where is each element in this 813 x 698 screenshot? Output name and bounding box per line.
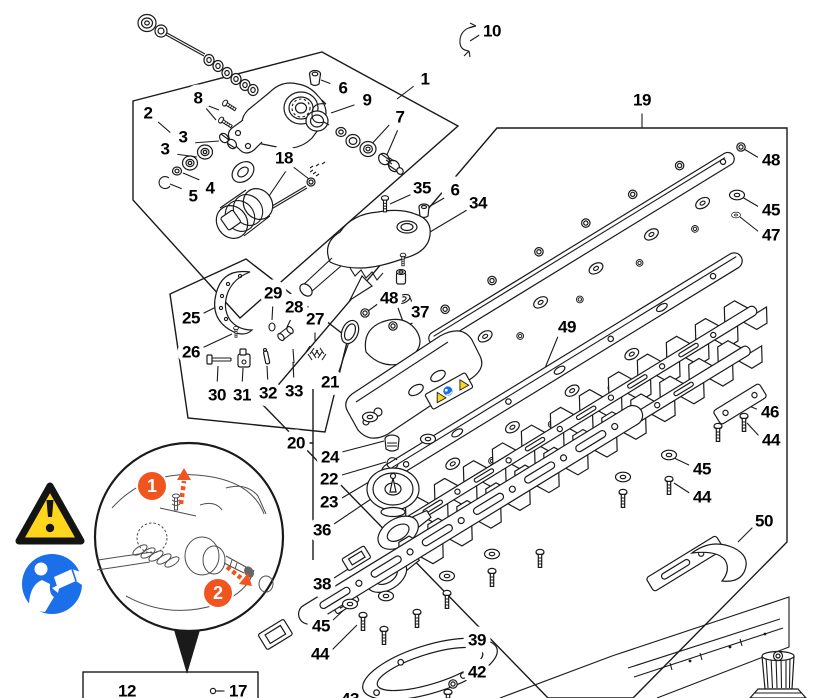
eccentric-drive <box>361 411 437 518</box>
part-callout-50: 50 <box>750 507 778 535</box>
part-callout-20: 20 <box>282 429 310 457</box>
cap-24 <box>384 434 400 452</box>
blade-tip-guard-50 <box>646 535 747 592</box>
part-callout-26: 26 <box>177 338 205 366</box>
support-bar-49 <box>381 252 743 481</box>
part-callout-10: 10 <box>478 17 506 45</box>
read-manual-icon <box>22 554 89 614</box>
part-callout-44-a: 44 <box>306 640 334 668</box>
drive-shaft-assembly <box>137 13 259 97</box>
detail-pointer <box>174 630 200 674</box>
cover-plate-39 <box>362 637 498 698</box>
part-callout-47: 47 <box>757 221 785 249</box>
eccentric-wheel-36 <box>366 467 420 518</box>
part-callout-36: 36 <box>308 516 336 544</box>
needle-33 <box>292 348 295 364</box>
part-callout-32: 32 <box>254 379 282 407</box>
part-callout-2: 2 <box>134 99 162 127</box>
right-fasteners <box>614 142 767 508</box>
part-callout-18: 18 <box>270 144 298 172</box>
footnote-screw-17 <box>209 687 222 695</box>
cap-part-6 <box>308 69 322 87</box>
part-callout-43: 43 <box>336 685 364 698</box>
step-badge-2: 2 <box>202 577 234 609</box>
bolt-30 <box>206 354 232 365</box>
adjuster-parts <box>206 270 360 368</box>
bearing-set <box>158 132 238 190</box>
part-callout-46: 46 <box>756 398 784 426</box>
part-callout-48-a: 48 <box>757 146 785 174</box>
part-callout-6-a: 6 <box>329 74 357 102</box>
blade-bar-38 <box>257 404 644 650</box>
backing-plate-46 <box>713 383 767 425</box>
part-callout-17: 17 <box>224 677 252 698</box>
part-callout-48-b: 48 <box>375 284 403 312</box>
part-callout-35: 35 <box>408 174 436 202</box>
part-callout-23: 23 <box>315 488 343 516</box>
part-callout-3-b: 3 <box>151 135 179 163</box>
part-callout-42: 42 <box>463 658 491 686</box>
part-callout-33: 33 <box>280 377 308 405</box>
coupler-assembly <box>215 161 326 239</box>
warning-triangle-icon <box>15 482 85 545</box>
cover-34 <box>299 195 431 302</box>
snap-ring <box>158 176 171 190</box>
part-callout-37: 37 <box>406 298 434 326</box>
step-1-arrow <box>178 480 187 505</box>
spring-clip-10 <box>459 22 477 58</box>
part-callout-12: 12 <box>113 677 141 698</box>
footnote-box-12-17 <box>82 671 259 698</box>
part-callout-49: 49 <box>553 313 581 341</box>
group-box-25-33 <box>169 258 349 433</box>
part-callout-34: 34 <box>464 189 492 217</box>
part-callout-38: 38 <box>308 570 336 598</box>
blade-guide-rail <box>428 151 735 346</box>
part-callout-44-b: 44 <box>757 426 785 454</box>
pin-32 <box>262 347 271 365</box>
gear-head-assembly <box>158 69 404 239</box>
clamp-ring-21 <box>340 319 360 345</box>
part-callout-27: 27 <box>301 305 329 333</box>
part-callout-19: 19 <box>628 86 656 114</box>
clip-22 <box>386 457 399 470</box>
part-callout-39: 39 <box>463 626 491 654</box>
pin-bushing <box>395 268 407 285</box>
part-callout-45-b: 45 <box>307 612 335 640</box>
block-31 <box>237 348 251 368</box>
part-callout-6-b: 6 <box>441 176 469 204</box>
part-callout-1: 1 <box>411 65 439 93</box>
part-callout-7: 7 <box>386 103 414 131</box>
step-badge-1: 1 <box>136 470 168 502</box>
cap-part-6b <box>418 203 430 219</box>
part-callout-44-c: 44 <box>688 483 716 511</box>
part-callout-5: 5 <box>179 182 207 210</box>
grease-tube <box>749 650 807 698</box>
clip-part-9 <box>311 99 330 126</box>
step-2-arrow <box>225 565 243 580</box>
part-callout-8: 8 <box>184 84 212 112</box>
part-callout-30: 30 <box>203 381 231 409</box>
gear-dome <box>364 318 421 366</box>
part-callout-9: 9 <box>353 86 381 114</box>
cutter-blade-upper <box>337 296 775 578</box>
part-callout-45-a: 45 <box>757 196 785 224</box>
warning-sticker <box>424 372 474 410</box>
part-callout-21: 21 <box>316 368 344 396</box>
washer-bearing-set-7 <box>335 126 404 175</box>
part-callout-25: 25 <box>177 304 205 332</box>
detail-circle-callout <box>93 441 285 633</box>
o-ring-29 <box>268 322 276 332</box>
toothed-rack-25 <box>214 270 254 335</box>
part-callout-31: 31 <box>228 381 256 409</box>
part-callout-45-c: 45 <box>688 455 716 483</box>
part-callout-22: 22 <box>315 465 343 493</box>
scabbard <box>499 596 790 698</box>
spring-27 <box>305 345 327 361</box>
roller-pin-28 <box>277 325 294 342</box>
